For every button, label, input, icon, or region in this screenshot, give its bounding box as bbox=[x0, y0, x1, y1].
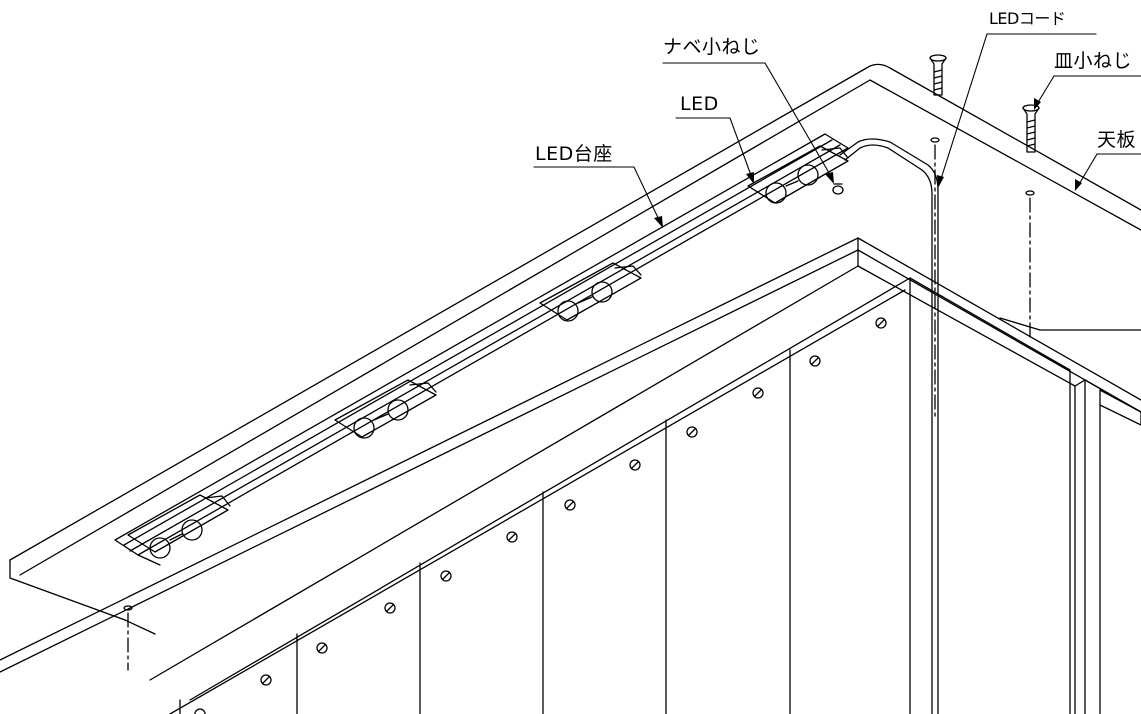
cabinet-body bbox=[0, 237, 1141, 714]
led-base-rail bbox=[114, 133, 849, 566]
led-cord bbox=[839, 138, 939, 714]
screw-holes bbox=[123, 137, 1035, 671]
flat-screw-2 bbox=[1022, 104, 1040, 153]
leader-arrowheads bbox=[654, 98, 1082, 228]
led-cord-label: LEDコード bbox=[989, 9, 1066, 28]
led-module-3 bbox=[539, 262, 642, 322]
led-label: LED bbox=[680, 93, 719, 115]
led-module-1 bbox=[127, 494, 231, 559]
flat-screw-label: 皿小ねじ bbox=[1054, 50, 1133, 72]
led-module-4 bbox=[747, 145, 849, 204]
top-board-label: 天板 bbox=[1097, 129, 1137, 151]
pan-screw-label: ナベ小ねじ bbox=[663, 36, 761, 58]
door-slats bbox=[169, 289, 906, 714]
slat-screws bbox=[194, 317, 887, 714]
top-board bbox=[9, 63, 1141, 635]
pan-screw bbox=[832, 183, 844, 195]
flat-screw-1 bbox=[929, 54, 947, 96]
led-base-label: LED台座 bbox=[535, 143, 613, 165]
leader-lines bbox=[533, 33, 1141, 223]
led-module-2 bbox=[334, 379, 437, 439]
